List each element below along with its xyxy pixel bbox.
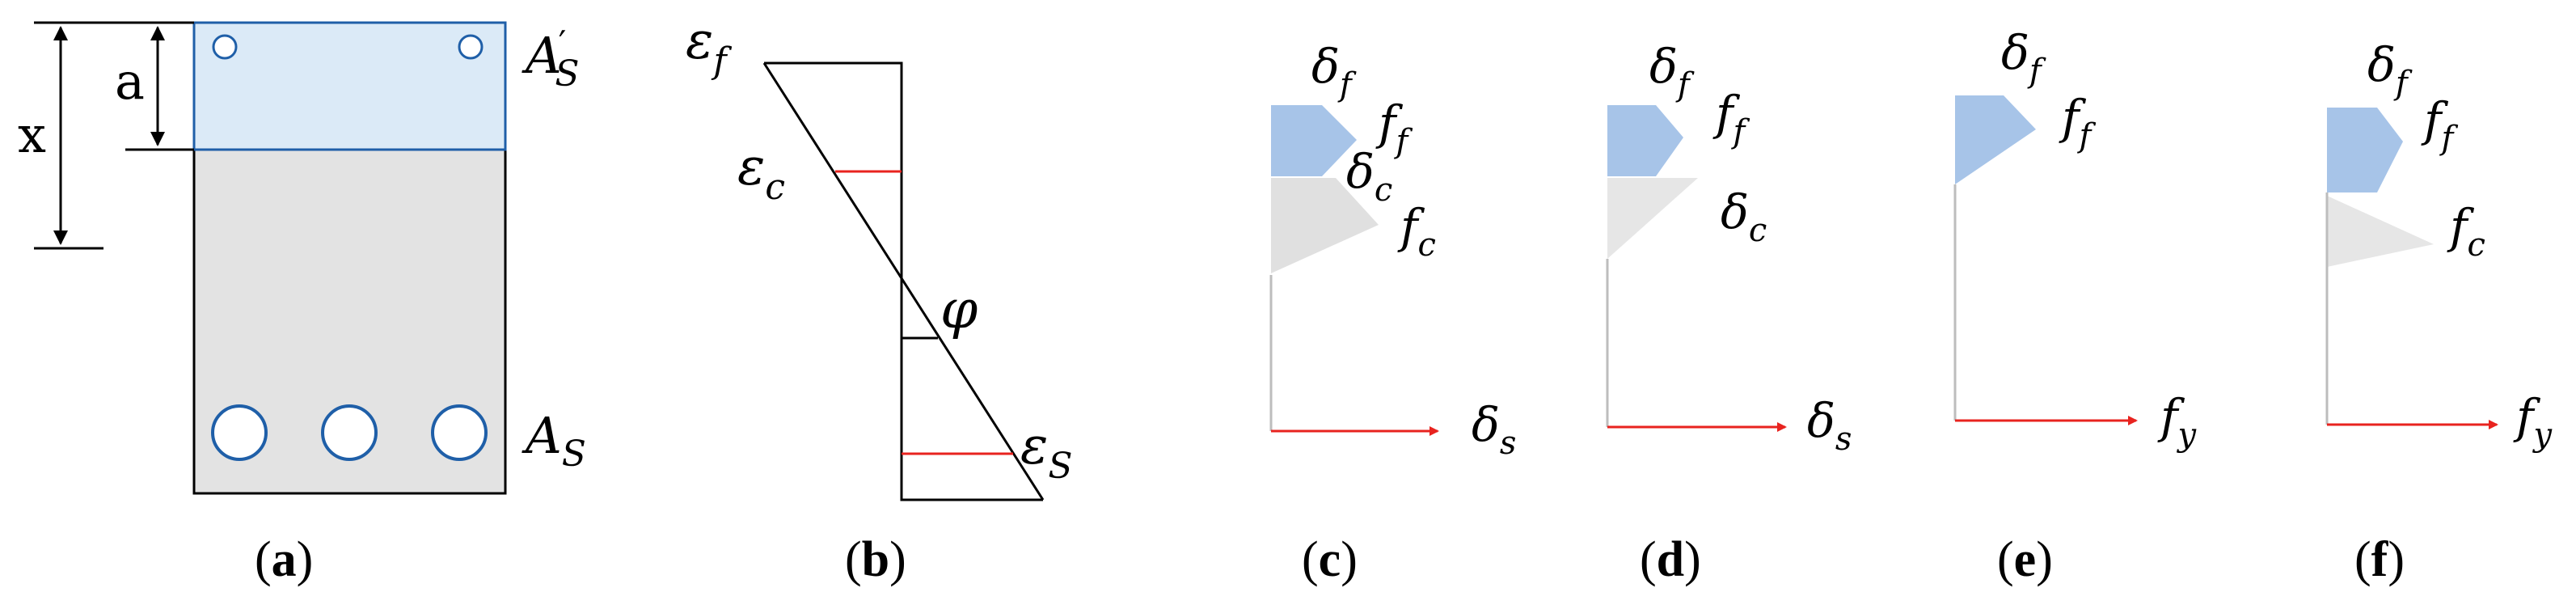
- frp-stress-block: [1955, 95, 2036, 184]
- panel-a: x a A′S AS (a): [18, 21, 586, 587]
- label-f-f: ff: [2421, 92, 2458, 157]
- label-delta-f: δf: [1311, 39, 1357, 104]
- caption-f: (f): [2354, 532, 2405, 587]
- label-delta-f: δf: [2001, 25, 2046, 90]
- concrete-stress-block: [1607, 178, 1698, 259]
- axis-label: δs: [1472, 397, 1516, 462]
- label-f-f: ff: [1375, 95, 1413, 160]
- panel-f: δf ff fc fy (f): [2325, 37, 2553, 587]
- caption-a: (a): [255, 532, 313, 587]
- caption-e: (e): [1997, 532, 2053, 587]
- label-f-c: fc: [1397, 199, 1436, 264]
- axis-label: fy: [2157, 389, 2197, 454]
- label-f-f: ff: [2059, 90, 2096, 154]
- bottom-steel-label: AS: [522, 406, 586, 475]
- frp-stress-block: [1607, 105, 1683, 176]
- eps-s-label: εS: [1020, 417, 1073, 487]
- frp-stress-block: [2327, 108, 2403, 192]
- dim-x-label: x: [18, 105, 46, 164]
- panel-e: δf ff fy (e): [1953, 25, 2197, 587]
- concrete-stress-block: [1271, 178, 1379, 273]
- axis-label: fy: [2513, 389, 2553, 454]
- eps-c-label: εc: [737, 137, 785, 208]
- phi-label: φ: [940, 278, 978, 340]
- label-delta-f: δf: [1649, 39, 1695, 104]
- panel-b: εf εc φ εS (b): [686, 11, 1073, 587]
- panel-d: δf ff δc δs (d): [1606, 39, 1852, 587]
- concrete-stress-block: [2327, 196, 2434, 267]
- bottom-rebar-3: [431, 404, 488, 461]
- frp-stress-block: [1271, 105, 1357, 176]
- label-delta-f: δf: [2367, 37, 2413, 102]
- strain-bottom-box: [900, 283, 1043, 501]
- bottom-rebar-2: [321, 404, 378, 461]
- top-rebar-right: [458, 34, 484, 60]
- panel-c: δf ff δc fc δs (c): [1269, 39, 1516, 587]
- label-delta-c: δc: [1721, 184, 1767, 249]
- strain-profile-line: [762, 62, 1045, 501]
- bottom-rebar-1: [211, 404, 268, 461]
- label-delta-c: δc: [1346, 144, 1392, 209]
- dim-a-label: a: [115, 52, 145, 111]
- strain-top-box: [764, 61, 903, 283]
- top-steel-label: A′S: [522, 23, 579, 95]
- label-f-c: fc: [2447, 199, 2485, 264]
- axis-label: δs: [1807, 393, 1852, 458]
- caption-b: (b): [845, 532, 906, 587]
- compression-zone: [192, 21, 507, 151]
- top-rebar-left: [212, 34, 238, 60]
- eps-f-label: εf: [686, 11, 732, 82]
- caption-c: (c): [1302, 532, 1358, 587]
- caption-d: (d): [1640, 532, 1701, 587]
- label-f-f: ff: [1712, 86, 1750, 150]
